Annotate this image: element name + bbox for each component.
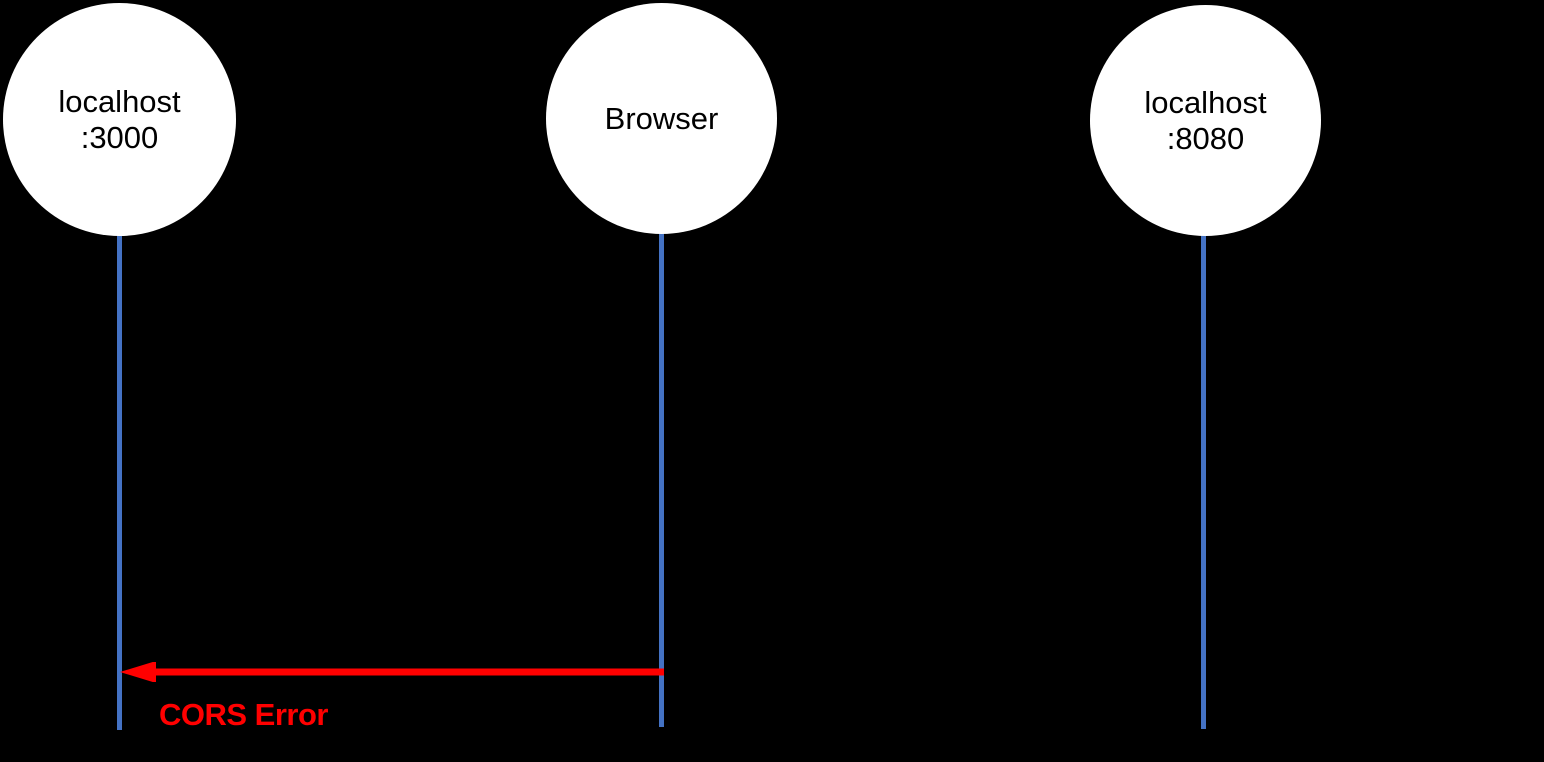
lifeline-client — [117, 230, 122, 730]
lifeline-browser — [659, 230, 664, 727]
lifeline-server — [1201, 232, 1206, 729]
actor-label-line1: Browser — [604, 100, 719, 136]
actor-label-line1: localhost — [58, 84, 181, 120]
actor-node-client[interactable]: localhost :3000 — [3, 3, 236, 236]
actor-label-line2: :8080 — [1166, 120, 1245, 156]
actor-label-line2: :3000 — [80, 119, 159, 155]
cors-error-arrow[interactable] — [118, 662, 664, 682]
actor-node-browser[interactable]: Browser — [546, 3, 777, 234]
cors-error-label: CORS Error — [159, 697, 328, 732]
actor-node-server[interactable]: localhost :8080 — [1090, 5, 1321, 236]
actor-label-line1: localhost — [1144, 85, 1267, 121]
